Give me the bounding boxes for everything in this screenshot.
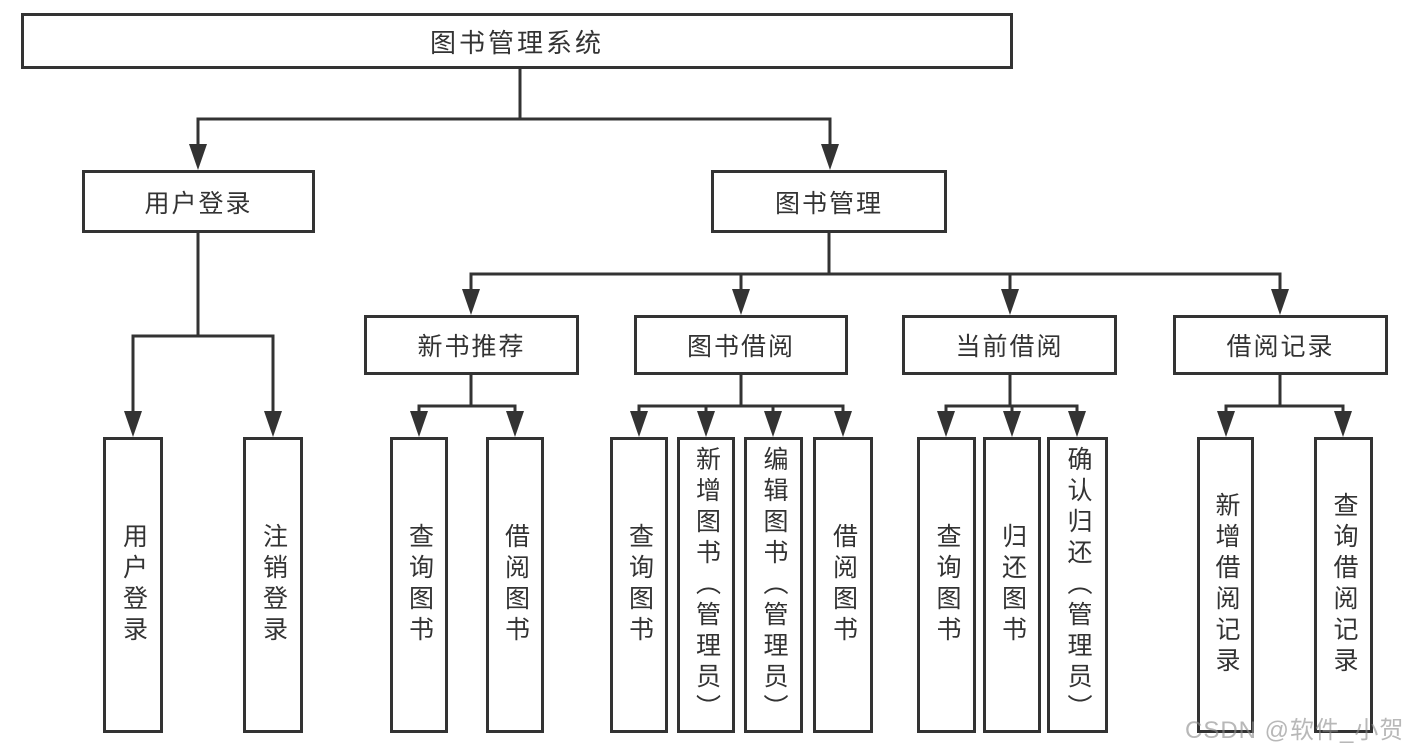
leaf-add-books-admin: 新增图书（管理员） bbox=[677, 437, 735, 733]
leaf-query-books-current: 查询图书 bbox=[917, 437, 976, 733]
node-label: 归还图书 bbox=[998, 523, 1027, 647]
node-label: 注销登录 bbox=[259, 523, 288, 647]
leaf-add-borrow-record: 新增借阅记录 bbox=[1197, 437, 1254, 733]
node-label: 图书借阅 bbox=[686, 333, 795, 361]
leaf-confirm-return-admin: 确认归还（管理员） bbox=[1047, 437, 1108, 733]
node-label: 查询图书 bbox=[933, 523, 961, 647]
node-label: 查询图书 bbox=[405, 523, 434, 647]
leaf-logout: 注销登录 bbox=[243, 437, 303, 733]
node-label: 借阅图书 bbox=[829, 523, 858, 647]
node-label: 新增图书（管理员） bbox=[692, 445, 721, 725]
leaf-user-login: 用户登录 bbox=[103, 437, 163, 733]
node-label: 确认归还（管理员） bbox=[1064, 445, 1092, 725]
node-book-borrowing: 图书借阅 bbox=[634, 315, 848, 375]
leaf-return-books: 归还图书 bbox=[983, 437, 1041, 733]
node-label: 借阅记录 bbox=[1226, 333, 1335, 361]
node-label: 用户登录 bbox=[144, 189, 253, 218]
node-root-library-system: 图书管理系统 bbox=[21, 13, 1013, 69]
node-label: 新书推荐 bbox=[417, 333, 526, 361]
node-label: 图书管理 bbox=[774, 189, 883, 218]
node-label: 借阅图书 bbox=[501, 523, 530, 647]
node-label: 编辑图书（管理员） bbox=[760, 445, 788, 725]
node-new-book-recommend: 新书推荐 bbox=[364, 315, 579, 375]
node-label: 查询借阅记录 bbox=[1330, 492, 1358, 678]
node-label: 图书管理系统 bbox=[429, 27, 604, 58]
node-current-borrowing: 当前借阅 bbox=[902, 315, 1117, 375]
leaf-borrow-books-recommend: 借阅图书 bbox=[486, 437, 544, 733]
node-user-login: 用户登录 bbox=[82, 170, 315, 233]
leaf-query-books-recommend: 查询图书 bbox=[390, 437, 448, 733]
csdn-watermark: CSDN @软件_小贺同学 bbox=[1185, 717, 1405, 744]
node-label: 用户登录 bbox=[119, 523, 148, 647]
leaf-edit-books-admin: 编辑图书（管理员） bbox=[744, 437, 803, 733]
node-borrow-records: 借阅记录 bbox=[1173, 315, 1388, 375]
leaf-query-books-borrowing: 查询图书 bbox=[610, 437, 668, 733]
leaf-query-borrow-record: 查询借阅记录 bbox=[1314, 437, 1373, 733]
node-label: 查询图书 bbox=[625, 523, 654, 647]
leaf-borrow-books: 借阅图书 bbox=[813, 437, 873, 733]
node-book-management: 图书管理 bbox=[711, 170, 947, 233]
node-label: 当前借阅 bbox=[955, 333, 1064, 361]
node-label: 新增借阅记录 bbox=[1212, 492, 1240, 678]
